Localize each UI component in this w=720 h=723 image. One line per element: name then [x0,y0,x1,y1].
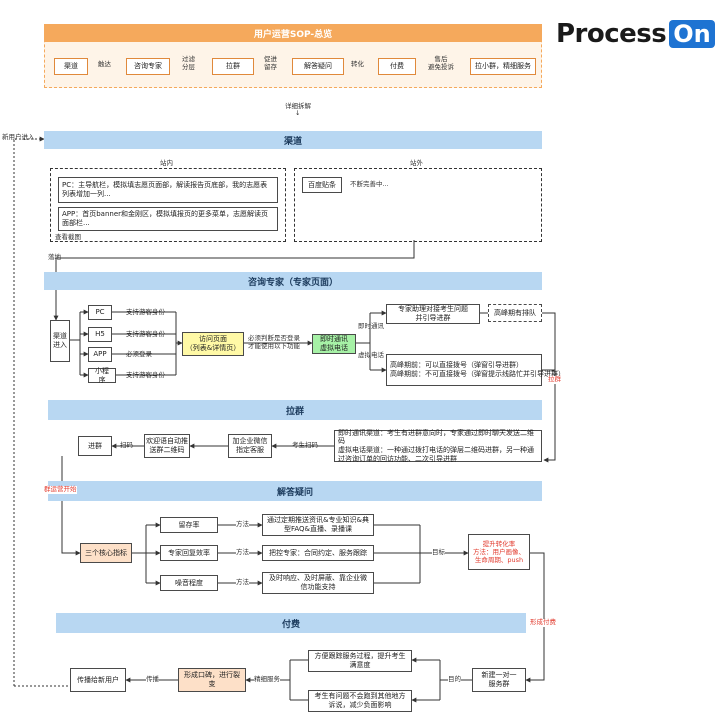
entry-box: 渠道进入 [50,320,70,362]
platform-pc: PC [88,305,112,320]
processon-logo: Process On [556,12,715,56]
section-consult: 咨询专家（专家页面） [44,272,542,290]
header-link-filter: 过滤 分层 [182,55,195,71]
group-start-label: 群运营开始 [44,485,77,494]
metrics-title-box: 三个核心指标 [80,543,132,563]
section-pay: 付费 [56,613,526,633]
join-box: 进群 [78,436,112,456]
platform-miniprogram: 小程序 [88,367,116,384]
platform-note-miniprogram: 支持游客身份 [126,371,165,379]
pull-group-label: 拉群 [548,375,561,384]
offsite-panel [294,168,542,242]
baidu-box: 百度贴条 [302,177,342,193]
platform-note-pc: 支持游客身份 [126,308,165,316]
add-wechat-box: 加企业微信 指定客服 [228,434,272,458]
im-label: 即时通讯 [358,322,384,330]
metric-reply-efficiency: 专家回复效率 [160,545,218,561]
goal-box: 提升转化率 方法：用户画像、生命周期、push [468,534,530,570]
platform-app: APP [88,347,112,362]
header-step-answer[interactable]: 解答疑问 [292,58,344,75]
student-scan-label: 考生扫码 [292,441,318,449]
header-step-consult[interactable]: 咨询专家 [126,58,170,75]
form-pay-label: 形成付费 [530,618,556,627]
reputation-box: 形成口碑，进行裂变 [178,668,246,692]
landing-label: 落地 [48,253,61,261]
header-step-group[interactable]: 拉群 [212,58,254,75]
onsite-panel [50,168,286,242]
welcome-box: 欢迎语自动推 送群二维码 [144,434,190,458]
header-title: 用户运营SOP-总览 [253,29,333,40]
method-label-2: 方法 [236,548,249,557]
new-group-box: 新建一对一 服务群 [472,668,526,692]
login-note: 必须判断是否登录 才能使用以下功能 [248,334,300,350]
new-user-loop [13,136,45,686]
spread-label: 传播 [146,675,159,684]
section-group: 拉群 [48,400,542,420]
new-users-box: 传播给新用户 [70,668,126,692]
peak-queue-box: 高峰期有排队 [488,304,542,322]
method-label-3: 方法 [236,578,249,587]
purpose-label: 目的 [448,675,461,684]
platform-note-h5: 支持游客身份 [126,330,165,338]
section-channel: 渠道 [44,131,542,149]
purpose-box-2: 考生有问题不会跑到其他地方诉说，减少负面影响 [308,690,412,712]
group-start-arrow [61,456,81,556]
goal-label: 目标 [432,548,445,557]
header-link-reach: 触达 [98,60,111,68]
form-pay-arrow [525,552,545,683]
method-box-2: 把控专家：合同约定、服务跟踪 [262,545,374,561]
header-step-channel[interactable]: 渠道 [54,58,88,75]
call-label: 虚拟电话 [358,351,384,359]
expert-help-box: 专家助理对接考生问题 并引导进群 [386,304,480,324]
new-user-label: 新用户进入 [2,133,35,141]
peak-text-box: 高峰期前：可以直接拨号（弹窗引导进群） 高峰期前：不可直接拨号（弹窗提示线路忙并… [386,354,565,386]
logo-text: Process [556,19,667,49]
detail-label: 详细拆解 [285,102,311,110]
method-box-3: 及时响应、及时屏蔽、靠企业微信功能支持 [262,572,374,594]
header-title-bar: 用户运营SOP-总览 [44,24,542,42]
platform-note-app: 必须登录 [126,350,152,358]
im-box: 即时通讯 虚拟电话 [312,334,356,354]
header-link-convert: 转化 [351,60,364,68]
platform-h5: H5 [88,327,112,342]
purpose-box-1: 方便跟踪服务过程，提升考生满意度 [308,650,412,672]
pull-group-arrow [542,312,556,463]
onsite-pc-text: PC：主导航栏，模拟填志愿页面部，解读报告页底部，我的志愿表列表增加一列... [58,177,278,203]
metric-retention: 留存率 [160,517,218,533]
header-step-pay[interactable]: 付费 [378,58,416,75]
onsite-title: 站内 [160,159,173,167]
header-step-fine-service[interactable]: 拉小群，精细服务 [470,58,536,75]
scan-label: 扫码 [120,441,133,449]
logo-badge: On [669,20,715,48]
baidu-note: 不断完善中... [350,180,389,188]
method-label-1: 方法 [236,520,249,529]
header-link-aftersale: 售后 避免投诉 [428,55,454,71]
method-box-1: 通过定期推送资讯&专业知识&典型FAQ&直播、录播课 [262,514,374,536]
group-channels-box: 即时通讯渠道：考生有进群意向时，专家通过即时聊天发送二维码 虚拟电话渠道：一种通… [334,429,542,463]
offsite-title: 站外 [410,159,423,167]
onsite-app-text: APP：首页banner和金刚区，模拟填报页的更多菜单，志愿解读页面部栏... [58,207,278,231]
section-answer: 解答疑问 [48,481,542,501]
detail-arrow-glyph: ↓ [295,109,301,117]
header-link-retain: 促进 留存 [264,55,277,71]
visit-page-box: 访问页面 （列表&详情页） [182,332,244,356]
metric-noise: 噪音程度 [160,575,218,591]
fine-service-label: 精细服务 [254,675,280,684]
view-screenshot-link[interactable]: 查看截图 [55,233,81,241]
